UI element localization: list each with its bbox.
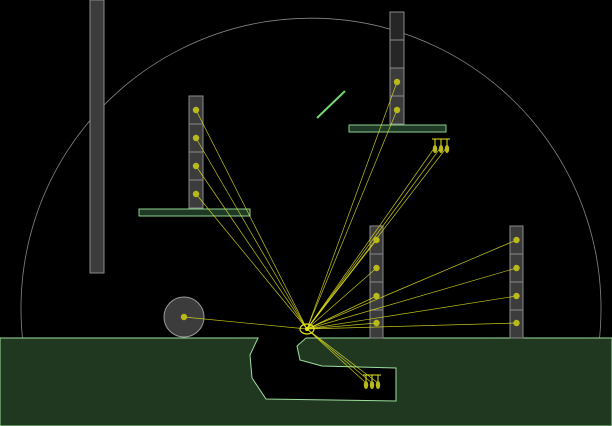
range-arc xyxy=(20,17,602,426)
laser-emitter-icon xyxy=(299,323,315,335)
laser-ray xyxy=(306,81,398,330)
feet-cluster-icon xyxy=(363,374,381,389)
top-right-tower-block xyxy=(389,11,405,41)
contact-node-icon xyxy=(444,145,450,153)
laser-ray xyxy=(306,267,377,330)
laser-ray xyxy=(306,322,377,330)
laser-ray xyxy=(306,295,377,330)
contact-node-icon xyxy=(393,78,401,86)
laser-ray xyxy=(195,137,308,330)
floating-stick xyxy=(316,90,346,119)
contact-node-icon xyxy=(180,313,188,321)
contact-node-icon xyxy=(373,319,380,327)
laser-ray xyxy=(306,295,517,330)
laser-ray xyxy=(195,109,308,330)
contact-node-icon xyxy=(513,319,520,327)
laser-ray xyxy=(306,267,517,330)
upper-right-platform xyxy=(348,124,447,133)
contact-node-icon xyxy=(513,292,520,300)
feet-cluster-icon xyxy=(432,138,450,153)
contact-node-icon xyxy=(192,190,200,198)
contact-node-icon xyxy=(393,106,401,114)
ground xyxy=(0,337,612,426)
contact-node-icon xyxy=(373,292,380,300)
laser-ray xyxy=(306,328,367,384)
contact-node-icon xyxy=(513,264,520,272)
contact-node-icon xyxy=(438,145,444,153)
contact-node-icon xyxy=(513,236,520,244)
laser-ray xyxy=(306,328,379,384)
laser-ray xyxy=(306,239,517,330)
laser-ray xyxy=(183,316,308,330)
laser-ray xyxy=(195,193,308,330)
contact-node-icon xyxy=(369,381,375,389)
laser-ray xyxy=(306,109,398,330)
laser-ray xyxy=(306,328,373,384)
laser-ray xyxy=(195,165,308,330)
laser-ray xyxy=(306,322,517,330)
contact-node-icon xyxy=(432,145,438,153)
contact-node-icon xyxy=(375,381,381,389)
left-platform xyxy=(138,208,251,217)
tall-pillar xyxy=(89,0,105,274)
laser-ray xyxy=(306,146,436,330)
contact-node-icon xyxy=(363,381,369,389)
laser-ray xyxy=(306,146,442,330)
top-right-tower-block xyxy=(389,39,405,69)
contact-node-icon xyxy=(192,162,200,170)
contact-node-icon xyxy=(373,236,380,244)
contact-node-icon xyxy=(192,106,200,114)
contact-node-icon xyxy=(192,134,200,142)
contact-node-icon xyxy=(373,264,380,272)
